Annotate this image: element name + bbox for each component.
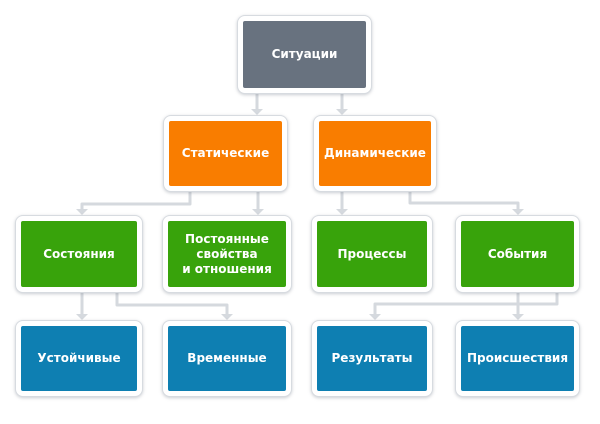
connector-static-states <box>76 192 192 215</box>
node-stable: Устойчивые <box>15 320 143 397</box>
node-fill: Состояния <box>21 221 137 287</box>
arrow-down-icon <box>252 209 264 215</box>
node-label: Происшествия <box>466 351 569 365</box>
node-temporary: Временные <box>162 320 292 397</box>
connector-states-temporary <box>115 293 233 320</box>
node-label: Постоянные свойства и отношения <box>182 231 272 276</box>
node-fill: Ситуации <box>243 21 366 88</box>
node-label: Процессы <box>337 246 407 261</box>
node-fill: Устойчивые <box>21 326 137 391</box>
arrow-down-icon <box>512 209 524 215</box>
node-dynamic: Динамические <box>313 115 437 192</box>
node-label: Устойчивые <box>37 351 121 365</box>
node-label: Временные <box>187 351 267 365</box>
node-label: Результаты <box>331 351 413 365</box>
node-static: Статические <box>163 115 288 192</box>
node-fill: Процессы <box>317 221 427 287</box>
node-label: Динамические <box>324 146 426 160</box>
connector-dynamic-processes <box>336 192 348 215</box>
connector-situations-static <box>251 94 263 115</box>
node-permanent-properties: Постоянные свойства и отношения <box>162 215 292 293</box>
arrow-down-icon <box>512 314 524 320</box>
arrow-down-icon <box>251 109 263 115</box>
node-incidents: Происшествия <box>455 320 580 397</box>
connector-states-stable <box>76 293 88 320</box>
node-states: Состояния <box>15 215 143 293</box>
connector-situations-dynamic <box>336 94 348 115</box>
arrow-down-icon <box>336 109 348 115</box>
connector-dynamic-events <box>408 192 524 215</box>
node-fill: Результаты <box>317 326 427 391</box>
connector-static-permanent <box>252 192 264 215</box>
node-label: Статические <box>181 146 270 160</box>
connector-events-results <box>369 293 559 320</box>
node-label: Ситуации <box>271 47 338 61</box>
node-label: События <box>487 246 548 261</box>
node-fill: Происшествия <box>461 326 574 391</box>
node-fill: Временные <box>168 326 286 391</box>
connector-events-incidents <box>512 293 524 320</box>
node-fill: Статические <box>169 121 282 186</box>
node-events: События <box>455 215 580 293</box>
node-fill: Динамические <box>319 121 431 186</box>
node-situations: Ситуации <box>237 15 372 94</box>
node-processes: Процессы <box>311 215 433 293</box>
arrow-down-icon <box>336 209 348 215</box>
node-fill: Постоянные свойства и отношения <box>168 221 286 287</box>
arrow-down-icon <box>76 209 88 215</box>
node-fill: События <box>461 221 574 287</box>
node-results: Результаты <box>311 320 433 397</box>
arrow-down-icon <box>221 314 233 320</box>
arrow-down-icon <box>76 314 88 320</box>
arrow-down-icon <box>369 314 381 320</box>
node-label: Состояния <box>43 246 115 261</box>
